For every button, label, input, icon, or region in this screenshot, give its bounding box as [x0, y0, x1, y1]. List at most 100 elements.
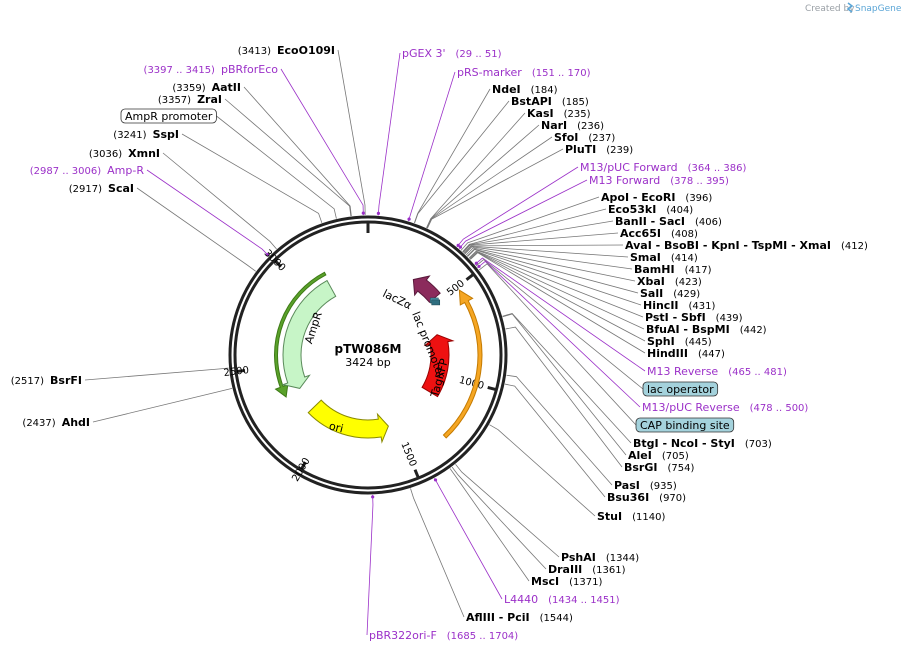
- lacz-alpha-arrow: [412, 275, 441, 304]
- leader-line: [467, 249, 642, 306]
- leader-line: [427, 148, 564, 229]
- site-name: PluTI: [565, 143, 596, 156]
- primer-site-mark: [371, 495, 375, 499]
- leader-line: [465, 247, 636, 282]
- site-name: L4440: [504, 593, 538, 606]
- lac-promoter-arrow: [442, 289, 483, 439]
- leader-line: [456, 166, 579, 248]
- site-name: SspI: [153, 128, 179, 141]
- leader-line: [506, 374, 613, 486]
- site-name: StuI: [597, 510, 622, 523]
- site-name: BfuAI - BspMI: [646, 323, 730, 336]
- enzyme-label-ndei: NdeI(184): [492, 83, 558, 96]
- leader-line: [337, 49, 366, 216]
- enzyme-label-hindiii: HindIII(447): [647, 347, 725, 360]
- site-position: (1140): [632, 512, 665, 523]
- site-name: NarI: [541, 119, 567, 132]
- site-position: (1361): [592, 565, 625, 576]
- enzyme-label-stui: StuI (1140): [597, 510, 665, 523]
- ampr-guide-arrow: [274, 271, 327, 398]
- leader-line: [136, 187, 256, 272]
- leader-line: [414, 88, 491, 224]
- site-position: (445): [685, 337, 712, 348]
- primer-label-m13-puc-reverse: M13/pUC Reverse(478 .. 500): [642, 401, 808, 414]
- enzyme-label-apoi-ecori: ApoI - EcoRI(396): [601, 191, 712, 204]
- site-name: SphI: [647, 335, 675, 348]
- site-position: (465 .. 481): [728, 367, 787, 378]
- plasmid-name: pTW086M: [334, 342, 401, 356]
- site-name: PstI - SbfI: [645, 311, 706, 324]
- site-position: (705): [662, 451, 689, 462]
- site-position: (408): [671, 229, 698, 240]
- ori-label: ori: [328, 419, 345, 435]
- site-name: HincII: [643, 299, 679, 312]
- leader-line: [449, 468, 530, 582]
- primer-label-amp-r: Amp-R(2987 .. 3006): [30, 164, 145, 177]
- enzyme-label-bamhi: BamHI(417): [634, 263, 712, 276]
- site-position: (412): [841, 241, 868, 252]
- site-position: (406): [695, 217, 722, 228]
- site-name: M13 Reverse: [647, 365, 718, 378]
- site-name: M13/pUC Forward: [580, 161, 678, 174]
- site-position: (429): [673, 289, 700, 300]
- primer-label-l4440: L4440(1434 .. 1451): [504, 593, 620, 606]
- leader-lines: [84, 49, 646, 636]
- feature-box: [635, 417, 735, 433]
- leader-line: [462, 208, 607, 253]
- credit-text: Created by: [805, 4, 855, 14]
- site-position: (364 .. 386): [688, 163, 747, 174]
- enzyme-label-hincii: HincII(431): [643, 299, 716, 312]
- feature-label-lac-operator: lac operator: [642, 381, 719, 397]
- site-name: BtgI - NcoI - StyI: [633, 437, 735, 450]
- site-name: BanII - SacI: [615, 215, 685, 228]
- leader-line: [469, 251, 645, 330]
- site-name: pGEX 3': [402, 47, 446, 60]
- leader-line: [243, 86, 352, 217]
- site-labels: EcoO109I(3413)pBRforEco(3397 .. 3415)Aat…: [11, 44, 868, 642]
- feature-label-cap-binding-site: CAP binding site: [635, 417, 735, 433]
- site-position: (378 .. 395): [670, 176, 729, 187]
- leader-line: [84, 367, 229, 381]
- ruler-label-2500: 2500: [223, 365, 250, 379]
- primer-site-mark: [458, 245, 462, 249]
- ruler-tick-2000: [299, 461, 307, 471]
- ori-arrow: [307, 399, 389, 444]
- feature-box: [120, 108, 217, 124]
- site-position: (151 .. 170): [532, 68, 591, 79]
- site-position: (235): [564, 109, 591, 120]
- leader-line: [469, 251, 646, 342]
- leader-line: [463, 244, 624, 254]
- enzyme-label-bsu36i: Bsu36I(970): [607, 491, 686, 504]
- leader-line: [377, 52, 401, 216]
- primer-label-m13-puc-forward: M13/pUC Forward (364 .. 386): [580, 161, 746, 174]
- feature-name: AmpR promoter: [125, 110, 213, 123]
- site-position: (2437): [22, 418, 55, 429]
- feature-box: [642, 381, 719, 397]
- site-name: DraIII: [548, 563, 582, 576]
- site-position: (935): [650, 481, 677, 492]
- enzyme-label-bsrfi: BsrFI(2517): [11, 374, 82, 387]
- site-name: NdeI: [492, 83, 521, 96]
- primer-label-m13-reverse: M13 Reverse (465 .. 481): [647, 365, 787, 378]
- leader-line: [451, 466, 547, 570]
- site-position: (3357): [158, 95, 191, 106]
- lacz-alpha-label: lacZα: [381, 287, 414, 312]
- site-name: Amp-R: [107, 164, 144, 177]
- site-name: pRS-marker: [457, 66, 522, 79]
- site-name: AvaI - BsoBI - KpnI - TspMI - XmaI: [625, 239, 831, 252]
- site-name: AhdI: [62, 416, 90, 429]
- leader-line: [224, 98, 352, 217]
- primer-label-prs-marker: pRS-marker (151 .. 170): [457, 66, 591, 79]
- site-name: MscI: [531, 575, 559, 588]
- plasmid-size: 3424 bp: [345, 356, 390, 369]
- operator-marker-1: [431, 299, 441, 306]
- enzyme-label-ahdi: AhdI (2437): [22, 416, 90, 429]
- enzyme-label-pluti: PluTI(239): [565, 143, 633, 156]
- leader-line: [505, 326, 623, 468]
- site-name: BstAPI: [511, 95, 552, 108]
- leader-line: [463, 232, 619, 253]
- primer-site-mark: [265, 252, 270, 257]
- ruler-tick-500: [465, 272, 475, 281]
- leader-line: [146, 169, 270, 257]
